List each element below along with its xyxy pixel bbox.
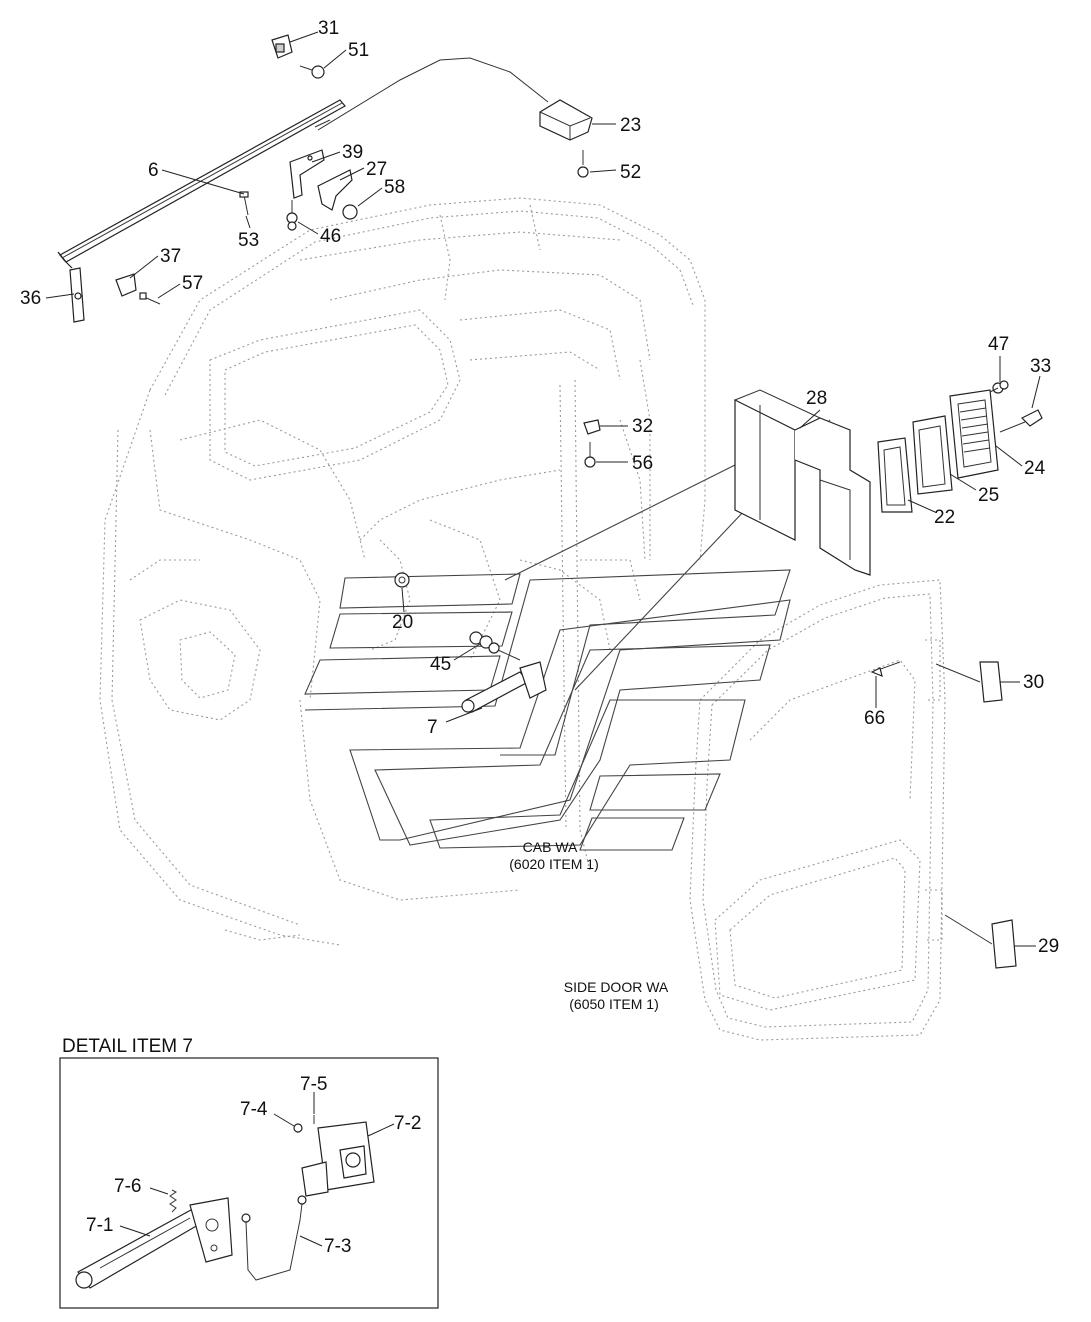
callout-37: 37 [160,246,181,267]
callout-66: 66 [864,708,885,729]
callout-45: 45 [430,654,451,675]
callout-24: 24 [1024,458,1046,479]
leader-lines [45,31,1041,1247]
callout-29: 29 [1038,936,1059,957]
callout-30: 30 [1023,672,1044,693]
door-caption-name: SIDE DOOR WA [564,979,669,995]
callout-6: 6 [148,160,159,181]
center-parts [394,572,1017,969]
callout-7: 7 [427,717,438,738]
cab-caption-name: CAB WA [523,839,578,855]
callout-25: 25 [978,485,999,506]
callout-36: 36 [20,288,41,309]
callout-47: 47 [988,334,1009,355]
callout-23: 23 [620,115,641,136]
callout-7-3: 7-3 [324,1236,351,1257]
cab-caption-ref: (6020 ITEM 1) [509,856,598,872]
callout-labels: 31 51 23 52 6 39 27 58 53 46 37 57 36 47… [20,18,1059,1257]
vent-assembly [583,380,1043,576]
callout-7-5: 7-5 [300,1074,327,1095]
side-door-outline [689,579,946,1041]
callout-22: 22 [934,507,955,528]
callout-20: 20 [392,612,413,633]
callout-7-4: 7-4 [240,1099,268,1120]
detail-item-7 [59,1057,439,1309]
detail-title: DETAIL ITEM 7 [62,1036,193,1057]
callout-33: 33 [1030,356,1051,377]
callout-31: 31 [318,18,339,39]
captions: CAB WA (6020 ITEM 1) SIDE DOOR WA (6050 … [62,839,669,1057]
callout-53: 53 [238,230,259,251]
callout-46: 46 [320,226,341,247]
callout-7-2: 7-2 [394,1113,421,1134]
cab-outline [99,197,706,946]
callout-7-1: 7-1 [86,1215,113,1236]
callout-56: 56 [632,453,653,474]
callout-7-6: 7-6 [114,1176,141,1197]
callout-28: 28 [806,388,827,409]
top-assembly [57,34,593,323]
callout-39: 39 [342,142,363,163]
callout-27: 27 [366,159,387,180]
callout-52: 52 [620,162,641,183]
callout-32: 32 [632,416,653,437]
callout-51: 51 [348,40,369,61]
door-caption-ref: (6050 ITEM 1) [569,996,658,1012]
callout-58: 58 [384,177,405,198]
callout-57: 57 [182,273,203,294]
